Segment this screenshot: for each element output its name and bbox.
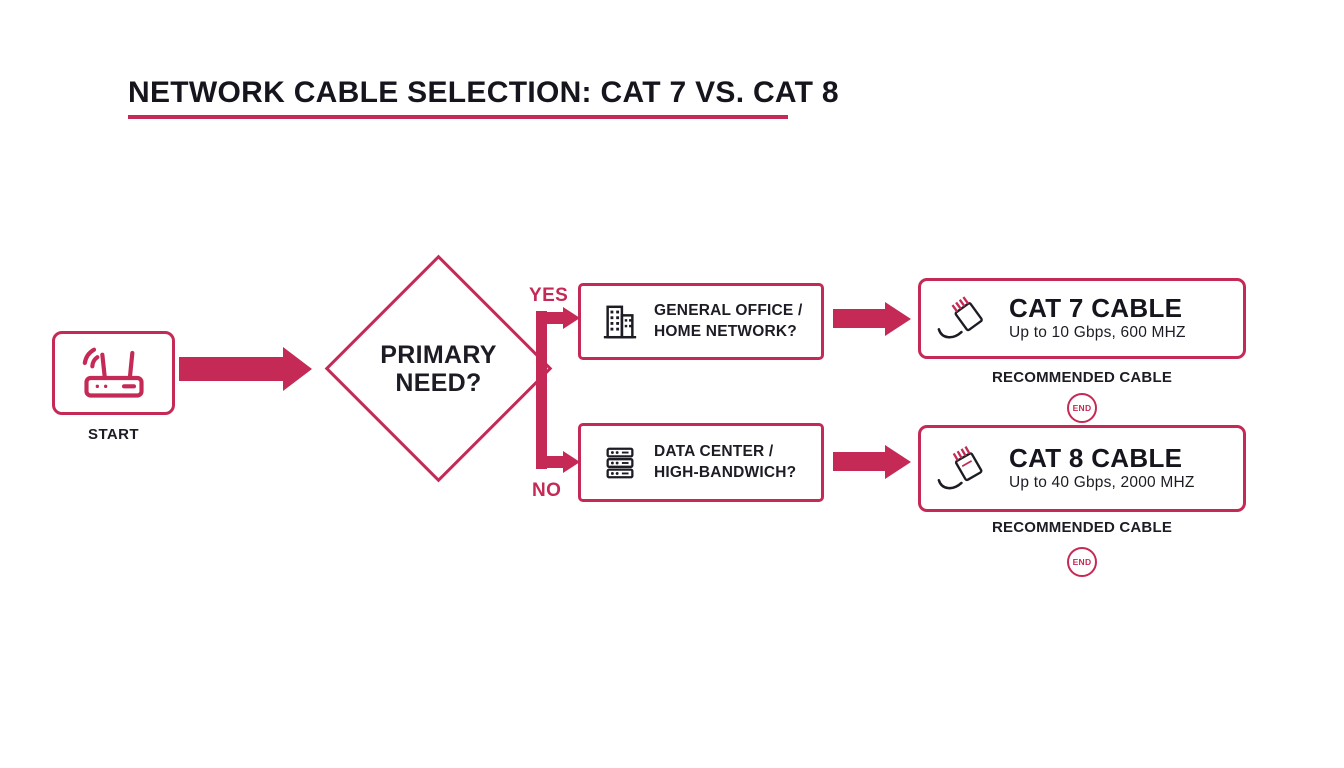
start-label: START bbox=[88, 426, 139, 443]
question-office-label: GENERAL OFFICE / HOME NETWORK? bbox=[654, 301, 802, 341]
title-underline bbox=[128, 115, 788, 119]
question-office-line2: HOME NETWORK? bbox=[654, 322, 797, 340]
result-node-cat7: CAT 7 CABLE Up to 10 Gbps, 600 MHZ bbox=[918, 278, 1246, 359]
result-cat7-text: CAT 7 CABLE Up to 10 Gbps, 600 MHZ bbox=[1009, 295, 1186, 342]
result-cat7-spec: Up to 10 Gbps, 600 MHZ bbox=[1009, 324, 1186, 341]
end-node-cat7: END bbox=[1067, 393, 1097, 423]
question-node-office: GENERAL OFFICE / HOME NETWORK? bbox=[578, 283, 824, 360]
recommended-label-cat8: RECOMMENDED CABLE bbox=[991, 519, 1173, 536]
start-node bbox=[52, 331, 175, 415]
question-datacenter-label: DATA CENTER / HIGH-BANDWICH? bbox=[654, 442, 796, 482]
server-rack-icon bbox=[606, 447, 634, 478]
question-datacenter-line2: HIGH-BANDWICH? bbox=[654, 463, 797, 481]
result-cat8-text: CAT 8 CABLE Up to 40 Gbps, 2000 MHZ bbox=[1009, 445, 1195, 492]
question-datacenter-line1: DATA CENTER / bbox=[654, 443, 774, 461]
yes-label: YES bbox=[529, 285, 569, 306]
cat8-cable-icon bbox=[937, 446, 983, 490]
decision-line2: NEED? bbox=[395, 368, 482, 397]
arrow-office-to-cat7 bbox=[833, 309, 885, 328]
result-cat8-spec: Up to 40 Gbps, 2000 MHZ bbox=[1009, 474, 1195, 491]
end-node-cat8: END bbox=[1067, 547, 1097, 577]
router-icon bbox=[82, 347, 144, 398]
decision-label: PRIMARY NEED? bbox=[348, 288, 529, 449]
arrow-datacenter-to-cat8 bbox=[833, 452, 885, 471]
decision-branch-connector bbox=[536, 311, 547, 469]
no-branch-arrow bbox=[543, 456, 563, 468]
arrow-start-to-decision bbox=[179, 357, 283, 381]
cat7-cable-icon bbox=[937, 296, 983, 339]
result-cat8-title: CAT 8 CABLE bbox=[1009, 443, 1183, 473]
recommended-label-cat7: RECOMMENDED CABLE bbox=[991, 369, 1173, 386]
page-title: NETWORK CABLE SELECTION: CAT 7 VS. CAT 8 bbox=[128, 76, 839, 109]
result-node-cat8: CAT 8 CABLE Up to 40 Gbps, 2000 MHZ bbox=[918, 425, 1246, 512]
question-office-line1: GENERAL OFFICE / bbox=[654, 302, 803, 320]
no-label: NO bbox=[532, 480, 562, 501]
yes-branch-arrow bbox=[543, 312, 563, 324]
decision-line1: PRIMARY bbox=[380, 340, 497, 369]
office-building-icon bbox=[603, 305, 637, 338]
question-node-datacenter: DATA CENTER / HIGH-BANDWICH? bbox=[578, 423, 824, 502]
result-cat7-title: CAT 7 CABLE bbox=[1009, 293, 1183, 323]
